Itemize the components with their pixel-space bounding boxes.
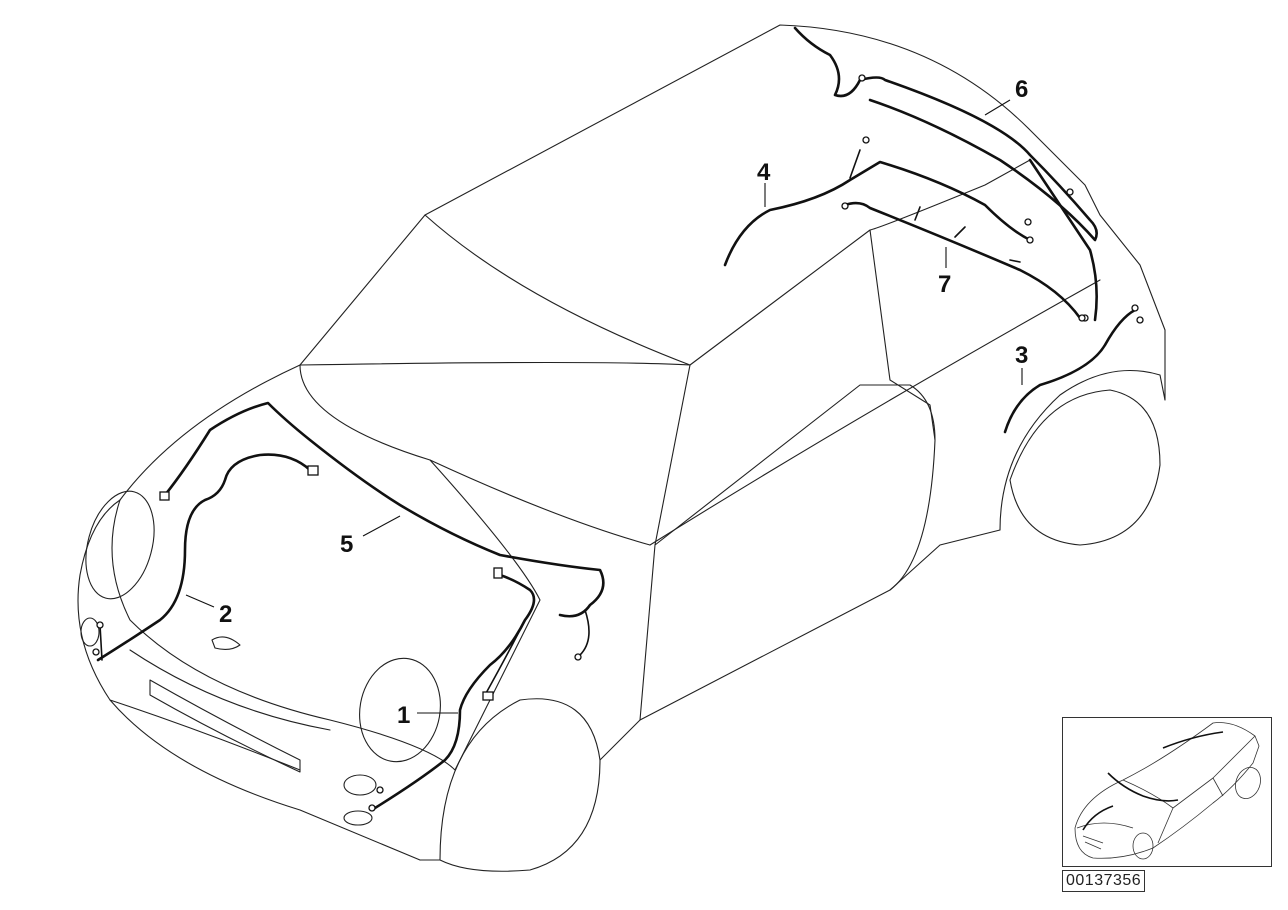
connector-icon	[493, 567, 503, 579]
connector-icon	[858, 74, 866, 82]
connector-icon	[96, 621, 104, 629]
callout-3: 3	[1015, 342, 1028, 369]
callout-7: 7	[938, 271, 951, 298]
callout-4: 4	[757, 159, 771, 186]
connector-icon	[482, 691, 494, 701]
reference-thumbnail	[1062, 717, 1272, 867]
harness-2-left	[92, 453, 319, 662]
connector-icon	[862, 136, 870, 144]
connector-icon	[92, 648, 100, 656]
connector-icon	[159, 491, 170, 501]
harness-7-rear-roof	[841, 201, 1086, 322]
connector-icon	[368, 804, 376, 812]
connector-icon	[1066, 188, 1074, 196]
callout-labels: 1 2 3 4 5 6 7	[219, 76, 1028, 729]
harness-3-rear-right	[1003, 304, 1144, 434]
callout-2: 2	[219, 601, 232, 628]
connector-icon	[1026, 236, 1034, 244]
harness-5-hood	[159, 401, 605, 661]
connector-icon	[307, 465, 319, 476]
harness-1-front-left	[368, 567, 536, 812]
callout-1: 1	[397, 702, 410, 729]
callout-6: 6	[1015, 76, 1028, 103]
car-body-outline	[77, 24, 1166, 872]
connector-icon	[376, 786, 384, 794]
connector-icon	[1131, 304, 1139, 312]
harness-4-roof	[723, 136, 1034, 267]
connector-icon	[1078, 314, 1086, 322]
connector-icon	[574, 653, 582, 661]
leader-lines	[185, 99, 1023, 714]
connector-icon	[1024, 218, 1032, 226]
thumbnail-car-icon	[1074, 722, 1261, 860]
connector-icon	[1136, 316, 1144, 324]
callout-5: 5	[340, 531, 353, 558]
reference-id-label: 00137356	[1062, 870, 1146, 892]
connector-icon	[841, 202, 849, 210]
